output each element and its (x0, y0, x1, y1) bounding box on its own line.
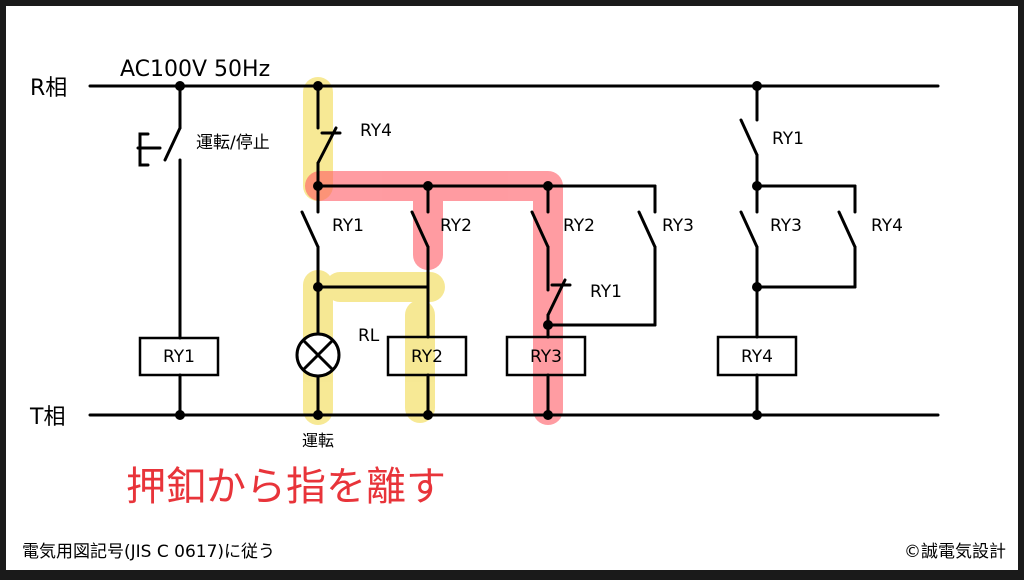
label-ry2-a-contact: RY2 (440, 216, 472, 236)
switch-label: 運転/停止 (196, 133, 270, 153)
coil-ry1 (138, 336, 220, 377)
label-ry1-b-contact: RY1 (590, 282, 622, 302)
coil-ry1-label: RY1 (163, 347, 195, 367)
pushbutton-contact (163, 126, 182, 162)
label-ry1-a-contact: RY1 (332, 216, 364, 236)
supply-label: AC100V 50Hz (120, 57, 270, 82)
label-ry4-a-contact-right: RY4 (871, 216, 903, 236)
label-ry3-a-contact-right: RY3 (770, 216, 802, 236)
t-phase-label: T相 (29, 405, 65, 430)
label-ry4-b-contact: RY4 (360, 121, 392, 141)
label-ry2-a-contact-b: RY2 (563, 216, 595, 236)
junction-dots (175, 81, 762, 420)
coil-ry2 (386, 335, 468, 377)
label-ry1-a-contact-right: RY1 (772, 129, 804, 149)
coils (138, 335, 798, 377)
copyright: ©誠電気設計 (904, 542, 1006, 562)
coil-ry3-label: RY3 (530, 347, 562, 367)
lamp-caption: 運転 (302, 431, 334, 450)
coil-ry4 (716, 335, 798, 377)
r-phase-label: R相 (30, 76, 67, 101)
coil-ry3 (505, 335, 587, 377)
standard-note: 電気用図記号(JIS C 0617)に従う (22, 542, 275, 562)
lamp-label: RL (358, 326, 380, 346)
coil-ry4-label: RY4 (741, 347, 773, 367)
coil-ry2-label: RY2 (411, 347, 443, 367)
lamp-symbol (295, 332, 341, 378)
step-caption: 押釦から指を離す (126, 464, 446, 510)
label-ry3-a-contact: RY3 (662, 216, 694, 236)
